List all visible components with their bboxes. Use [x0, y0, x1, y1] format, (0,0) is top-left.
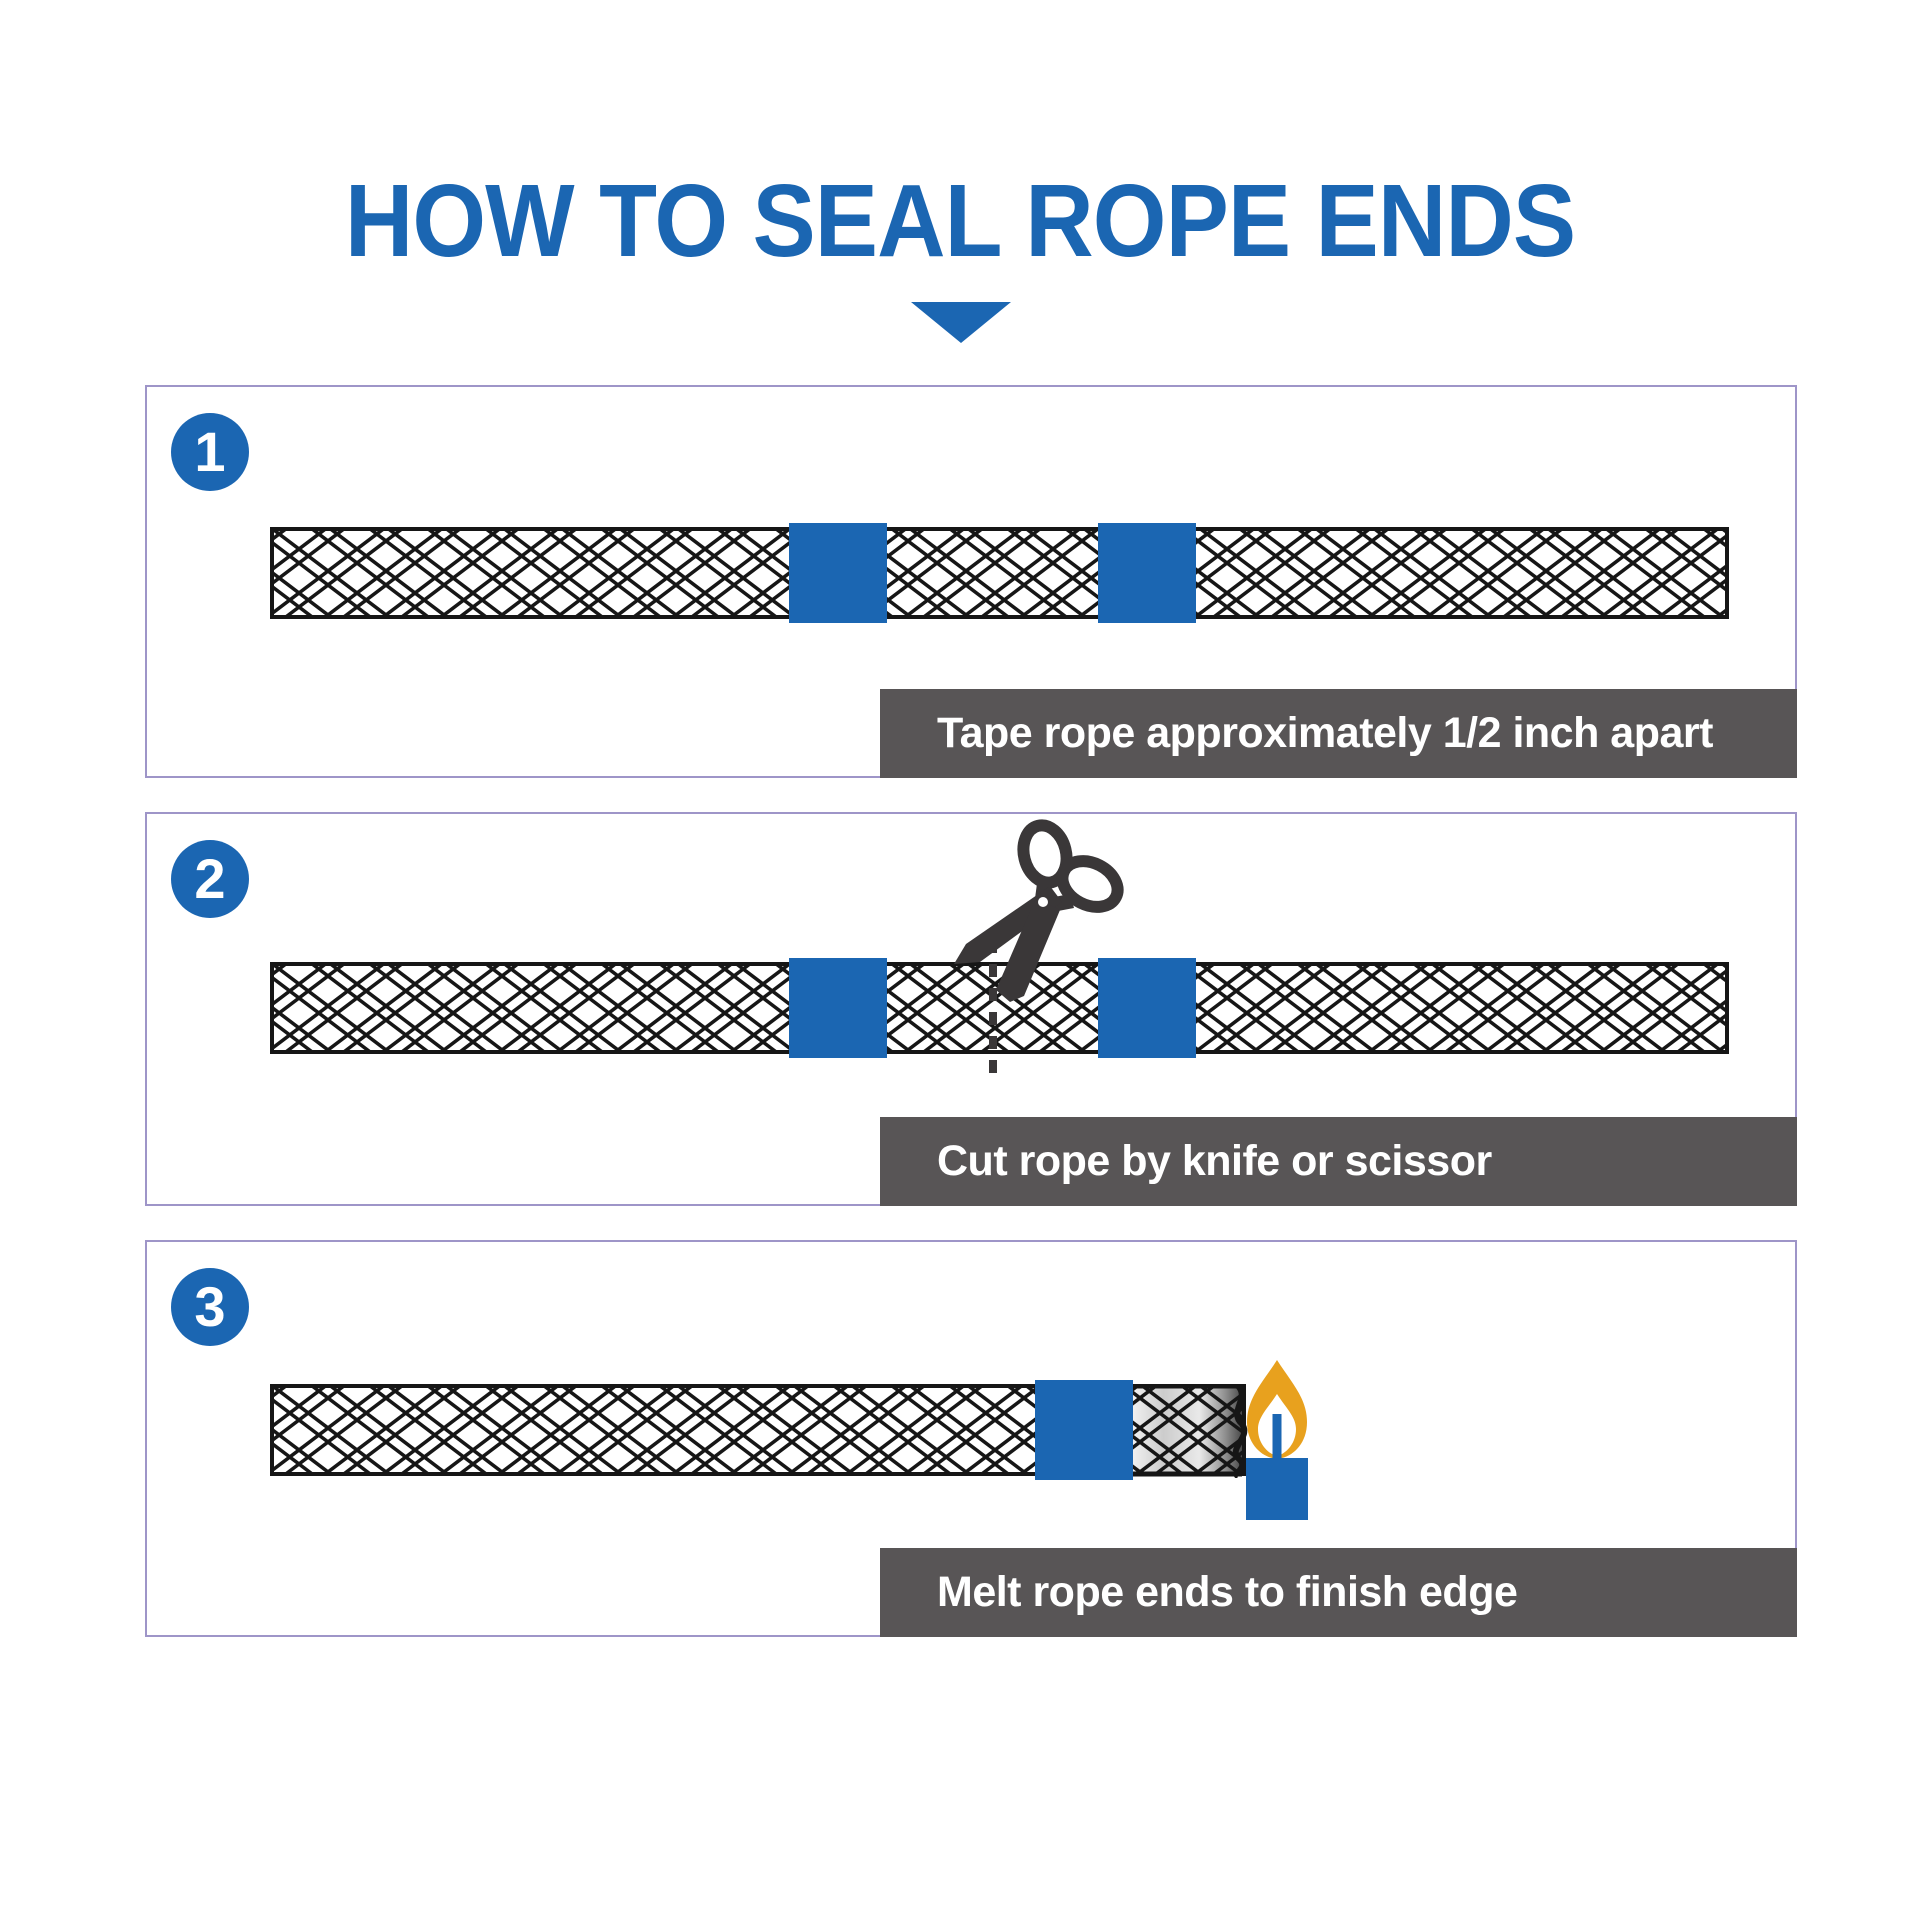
tape-band — [789, 523, 887, 623]
tape-band — [1035, 1380, 1133, 1480]
step-caption: Tape rope approximately 1/2 inch apart — [880, 689, 1797, 778]
step-panel-3: 3 Melt rope ends to fin — [145, 1240, 1797, 1637]
tape-band — [1098, 523, 1196, 623]
tape-band — [1098, 958, 1196, 1058]
rope-illustration — [270, 962, 1729, 1054]
scissors-icon — [954, 819, 1124, 1002]
tape-band — [789, 958, 887, 1058]
step-panel-2: 2 Cut rope by knife or scissor — [145, 812, 1797, 1206]
down-arrow-icon — [911, 302, 1011, 343]
step-caption: Melt rope ends to finish edge — [880, 1548, 1797, 1637]
dashed-cut-line — [989, 940, 997, 1080]
step-caption: Cut rope by knife or scissor — [880, 1117, 1797, 1206]
step-number-badge: 2 — [171, 840, 249, 918]
rope-illustration — [270, 527, 1729, 619]
step-panel-1: 1 Tape rope approximately 1/2 inch apart — [145, 385, 1797, 778]
step-number-badge: 1 — [171, 413, 249, 491]
melted-end — [1130, 1384, 1248, 1478]
page-title: HOW TO SEAL ROPE ENDS — [344, 163, 1576, 278]
candle-flame-icon — [1246, 1360, 1308, 1520]
step-number-badge: 3 — [171, 1268, 249, 1346]
